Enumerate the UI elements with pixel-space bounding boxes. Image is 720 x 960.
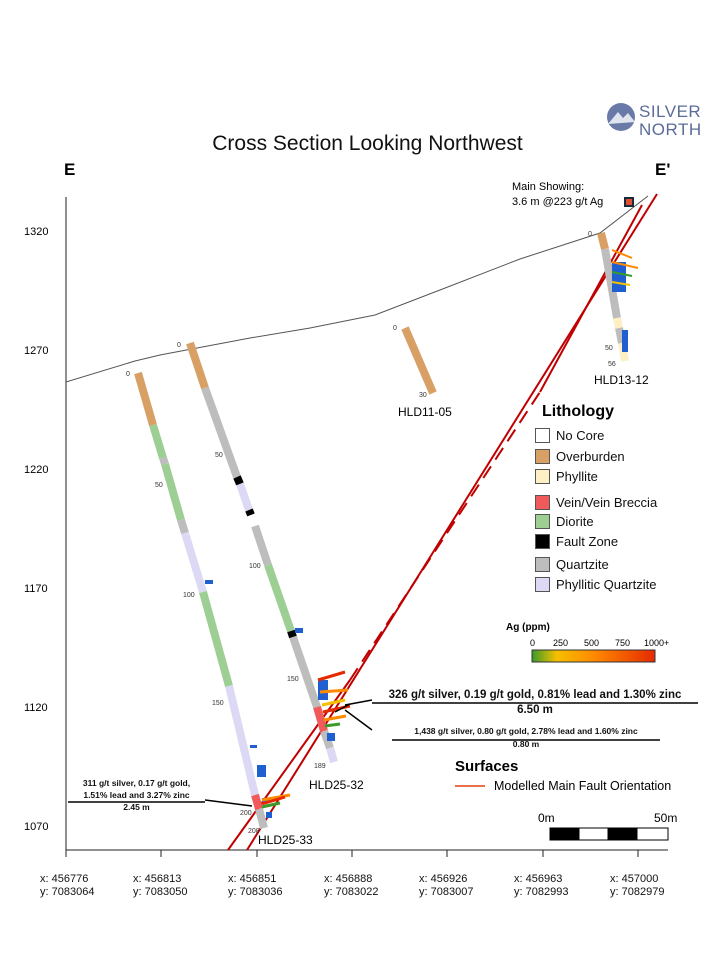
legend-item-quartzite: Quartzite <box>535 557 609 572</box>
scale-left-label: 0m <box>538 811 555 825</box>
legend-item-phyllitic-quartzite: Phyllitic Quartzite <box>535 577 656 592</box>
silver-north-logo: SILVER NORTH <box>606 96 706 142</box>
colorbar-title: Ag (ppm) <box>506 622 550 633</box>
section-end-left: E <box>64 160 76 179</box>
main-showing-label: Main Showing:3.6 m @223 g/t Ag <box>512 181 604 208</box>
surfaces-item: Modelled Main Fault Orientation <box>494 779 672 793</box>
drillhole-hld11-05[interactable] <box>401 326 437 395</box>
intercept-annotation-hld25-33: 311 g/t silver, 0.17 g/t gold, 1.51% lea… <box>82 778 191 812</box>
scale-right-label: 50m <box>654 811 678 825</box>
drillhole-hld25-33[interactable] <box>134 371 291 830</box>
x-axis-ticks <box>65 850 639 857</box>
legend-item-no-core: No Core <box>535 428 604 443</box>
legend-item-diorite: Diorite <box>535 514 594 529</box>
drillhole-hld25-32[interactable] <box>186 341 351 764</box>
topography-line <box>65 195 649 383</box>
ag-colorbar <box>531 649 656 663</box>
legend-item-overburden: Overburden <box>535 449 625 464</box>
surfaces-title: Surfaces <box>455 758 519 775</box>
section-end-right: E' <box>655 160 671 179</box>
legend-item-phyllite: Phyllite <box>535 469 598 484</box>
fault-lines <box>227 193 658 851</box>
hole-label-hld25-33: HLD25-33 <box>258 833 313 847</box>
legend-item-vein: Vein/Vein Breccia <box>535 495 657 510</box>
drillhole-hld13-12[interactable] <box>597 232 639 362</box>
hole-label-hld11-05: HLD11-05 <box>398 405 452 419</box>
mountain-logo-icon <box>607 103 635 131</box>
legend-item-fault-zone: Fault Zone <box>535 534 618 549</box>
hole-label-hld13-12: HLD13-12 <box>594 373 649 387</box>
annotation-leaders <box>68 699 698 807</box>
scale-bar <box>549 827 669 841</box>
intercept-annotation-high-grade: 1,438 g/t silver, 0.80 g/t gold, 2.78% l… <box>414 726 638 749</box>
page-title: Cross Section Looking Northwest <box>212 132 523 155</box>
intercept-annotation-hld25-32: 326 g/t silver, 0.19 g/t gold, 0.81% lea… <box>388 689 682 716</box>
main-showing-marker[interactable] <box>624 197 634 207</box>
hole-label-hld25-32: HLD25-32 <box>309 778 364 792</box>
